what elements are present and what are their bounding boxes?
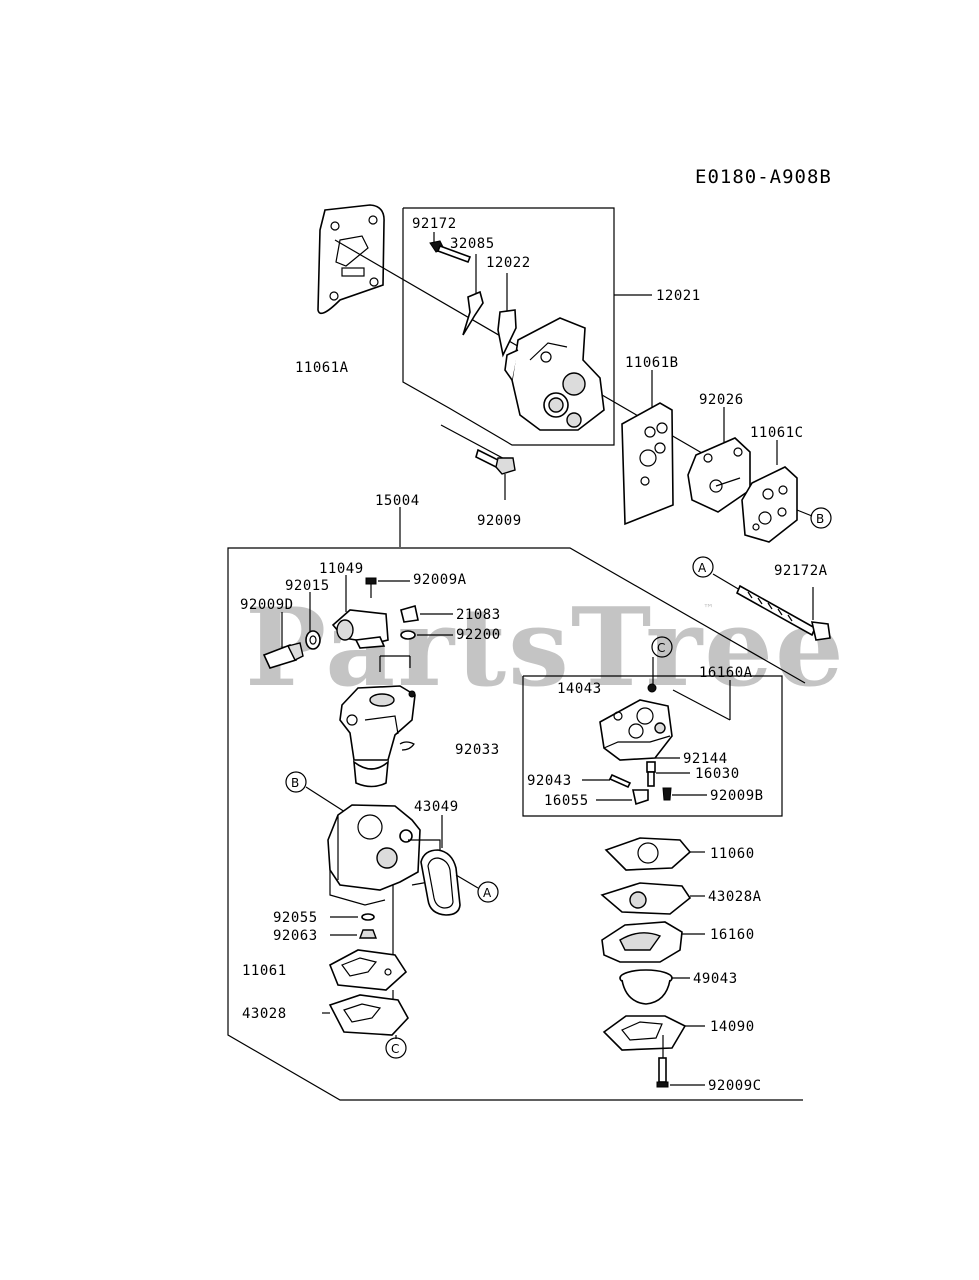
screw-92172 (429, 232, 472, 264)
leader-b-lower (305, 786, 346, 813)
gasket-11061b (621, 370, 674, 526)
label-92009: 92009 (477, 513, 522, 529)
label-43028a: 43028A (708, 889, 762, 905)
screen-92063 (330, 929, 378, 939)
label-12021: 12021 (656, 288, 701, 304)
gasket-11061 (328, 885, 408, 991)
callout-b-lower: B (285, 771, 307, 793)
label-11061c: 11061C (750, 425, 804, 441)
leader-16160a (672, 689, 731, 721)
carburetor-main-body (327, 804, 441, 906)
leader-a-lower (455, 874, 479, 889)
primer-bulb-49043 (619, 969, 690, 1005)
oring-92200 (400, 630, 453, 640)
label-11061: 11061 (242, 963, 287, 979)
washer-92015 (305, 592, 321, 650)
pin-92043 (582, 773, 632, 789)
label-11061a: 11061A (295, 360, 349, 376)
diaphragm-43028 (322, 990, 409, 1036)
bracket-outline-12021 (402, 207, 615, 446)
label-92009b: 92009B (710, 788, 764, 804)
callout-b-top: B (810, 507, 832, 529)
label-92009a: 92009A (413, 572, 467, 588)
label-43028: 43028 (242, 1006, 287, 1022)
plug-14043-small (647, 683, 657, 693)
lever-16055 (596, 789, 649, 806)
label-21083: 21083 (456, 607, 501, 623)
label-92055: 92055 (273, 910, 318, 926)
label-15004: 15004 (375, 493, 420, 509)
pump-body-16160 (601, 921, 705, 963)
diagram-code: E0180-A908B (695, 166, 832, 188)
pump-cover-box-16160a (522, 675, 783, 817)
callout-c-top: C (651, 636, 673, 658)
label-16160a: 16160A (699, 665, 753, 681)
watermark-trademark: ™ (703, 602, 714, 615)
screw-92009a (365, 577, 410, 598)
svg-text:C: C (391, 1042, 399, 1056)
screw-92009c (656, 1035, 705, 1088)
svg-text:A: A (483, 886, 492, 900)
label-92172: 92172 (412, 216, 457, 232)
label-92063: 92063 (273, 928, 318, 944)
gasket-11061a (317, 204, 385, 315)
label-43049: 43049 (414, 799, 459, 815)
carburetor-upper-body-92033 (339, 655, 416, 788)
label-49043: 49043 (693, 971, 738, 987)
carburetor-frame-15004 (227, 547, 806, 1101)
bracket-11049 (331, 575, 389, 649)
screw-92009b (662, 787, 707, 801)
label-16030: 16030 (695, 766, 740, 782)
gasket-11060 (604, 837, 705, 871)
svg-text:B: B (816, 512, 824, 526)
label-16160: 16160 (710, 927, 755, 943)
spring-92144 (646, 757, 680, 773)
label-92009c: 92009C (708, 1078, 762, 1094)
label-16055: 16055 (544, 793, 589, 809)
label-11061b: 11061B (625, 355, 679, 371)
label-32085: 32085 (450, 236, 495, 252)
bolt-92009 (440, 424, 516, 500)
label-92172a: 92172A (774, 563, 828, 579)
fitting-21083 (400, 604, 453, 623)
plate-12022 (497, 273, 517, 358)
screw-92172a (712, 573, 831, 641)
callout-c-lower: C (385, 1037, 407, 1059)
diaphragm-43028a (600, 882, 705, 915)
label-11049: 11049 (319, 561, 364, 577)
label-92026: 92026 (699, 392, 744, 408)
label-92200: 92200 (456, 627, 501, 643)
plug-92009d (262, 612, 304, 669)
label-92015: 92015 (285, 578, 330, 594)
label-12022: 12022 (486, 255, 531, 271)
label-92043: 92043 (527, 773, 572, 789)
svg-text:A: A (698, 561, 707, 575)
callout-a-lower: A (477, 881, 499, 903)
label-14090: 14090 (710, 1019, 755, 1035)
intake-holder-12021 (504, 317, 605, 431)
label-92144: 92144 (683, 751, 728, 767)
washer-92055 (330, 913, 375, 921)
label-14043: 14043 (557, 681, 602, 697)
svg-text:C: C (657, 641, 665, 655)
gasket-11061c (741, 440, 798, 543)
pump-cover-14043 (599, 699, 673, 761)
label-11060: 11060 (710, 846, 755, 862)
gasket-ring-43049 (420, 815, 461, 916)
leader-b-top (796, 509, 813, 517)
label-92009d: 92009D (240, 597, 294, 613)
label-92033: 92033 (455, 742, 500, 758)
svg-text:B: B (291, 776, 299, 790)
needle-16030 (647, 771, 690, 787)
callout-a-screw: A (692, 556, 714, 578)
plate-32085 (462, 254, 484, 336)
insulator-92026 (687, 407, 751, 513)
cover-14090 (602, 1015, 705, 1051)
